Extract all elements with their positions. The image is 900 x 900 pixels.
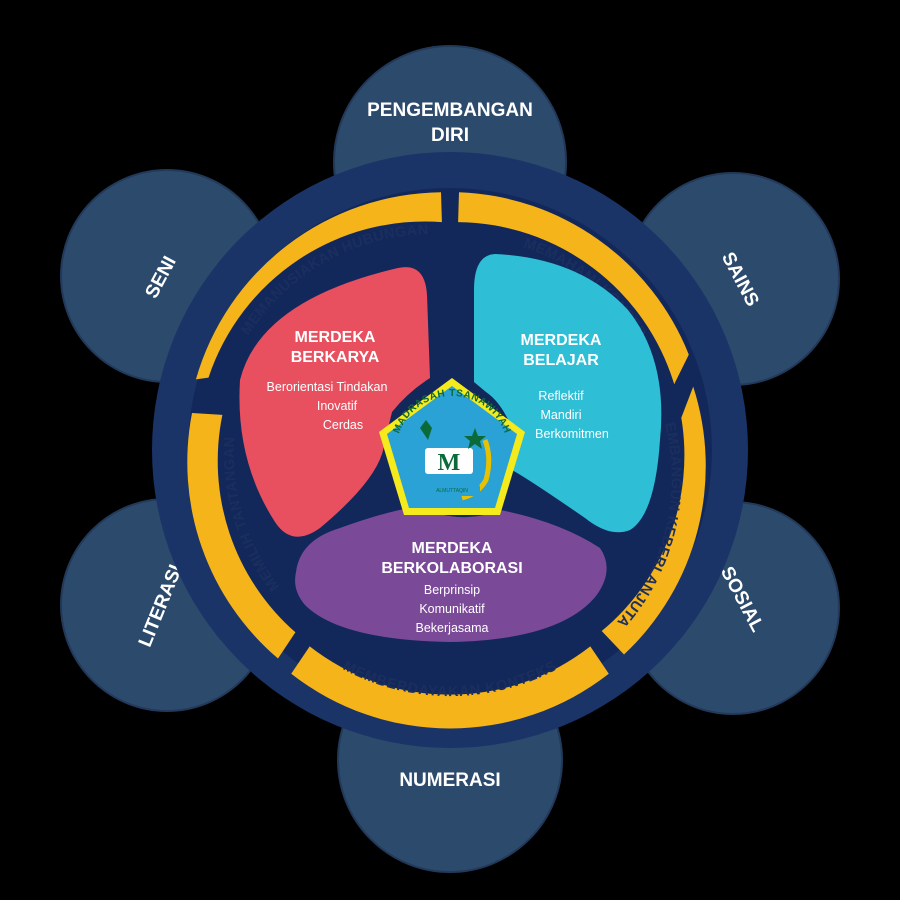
madrasah-emblem: MADRASAH TSANAWIYAH M ALMUTTAQIN xyxy=(379,378,525,515)
petal-berkarya-item-3: Cerdas xyxy=(323,418,363,432)
petal-shape xyxy=(295,508,607,642)
ring-segment-membangun xyxy=(601,386,706,655)
petal-shape xyxy=(239,267,430,537)
emblem-bottom-text: ALMUTTAQIN xyxy=(436,488,468,494)
petal-berkolaborasi-title-1: MERDEKA xyxy=(412,540,493,557)
petal-belajar-title-2: BELAJAR xyxy=(523,352,599,369)
emblem-book-shape xyxy=(425,448,473,474)
petal-belajar-item-2: Mandiri xyxy=(541,408,582,422)
petal-berkolaborasi-title-2: BERKOLABORASI xyxy=(381,560,522,577)
petal-belajar-title-1: MERDEKA xyxy=(521,332,602,349)
ring-segment-memilih xyxy=(187,413,296,659)
satellite-label-pengembangan-line1: PENGEMBANGAN xyxy=(367,100,533,121)
petal-berkarya-title-2: BERKARYA xyxy=(291,349,380,366)
petal-berkarya: MERDEKA BERKARYA Berorientasi Tindakan I… xyxy=(239,267,430,537)
ring-segment-memahami xyxy=(458,192,689,385)
petal-berkolaborasi-item-2: Komunikatif xyxy=(419,602,485,616)
emblem-ribbon xyxy=(424,485,480,496)
ring-segments xyxy=(187,192,706,729)
petal-belajar-item-3: Berkomitmen xyxy=(535,427,609,441)
petal-belajar: MERDEKA BELAJAR Reflektif Mandiri Berkom… xyxy=(474,254,662,533)
satellite-label-numerasi: NUMERASI xyxy=(399,770,500,791)
satellite-label-pengembangan-line2: DIRI xyxy=(431,125,469,146)
petal-shape xyxy=(474,254,662,533)
petal-berkolaborasi-item-1: Berprinsip xyxy=(424,583,480,597)
emblem-letter-icon: M xyxy=(438,450,461,476)
petal-berkolaborasi: MERDEKA BERKOLABORASI Berprinsip Komunik… xyxy=(295,508,607,642)
emblem-book-icon xyxy=(420,420,432,440)
petal-berkarya-title-1: MERDEKA xyxy=(295,329,376,346)
petal-berkarya-item-2: Inovatif xyxy=(317,399,358,413)
petal-belajar-item-1: Reflektif xyxy=(538,389,584,403)
ring-segment-memanusiakan xyxy=(195,192,442,380)
ring-segment-memberdayakan xyxy=(291,646,609,729)
petal-berkolaborasi-item-3: Bekerjasama xyxy=(416,621,489,635)
petal-berkarya-item-1: Berorientasi Tindakan xyxy=(267,380,388,394)
emblem-star-icon xyxy=(464,428,486,449)
